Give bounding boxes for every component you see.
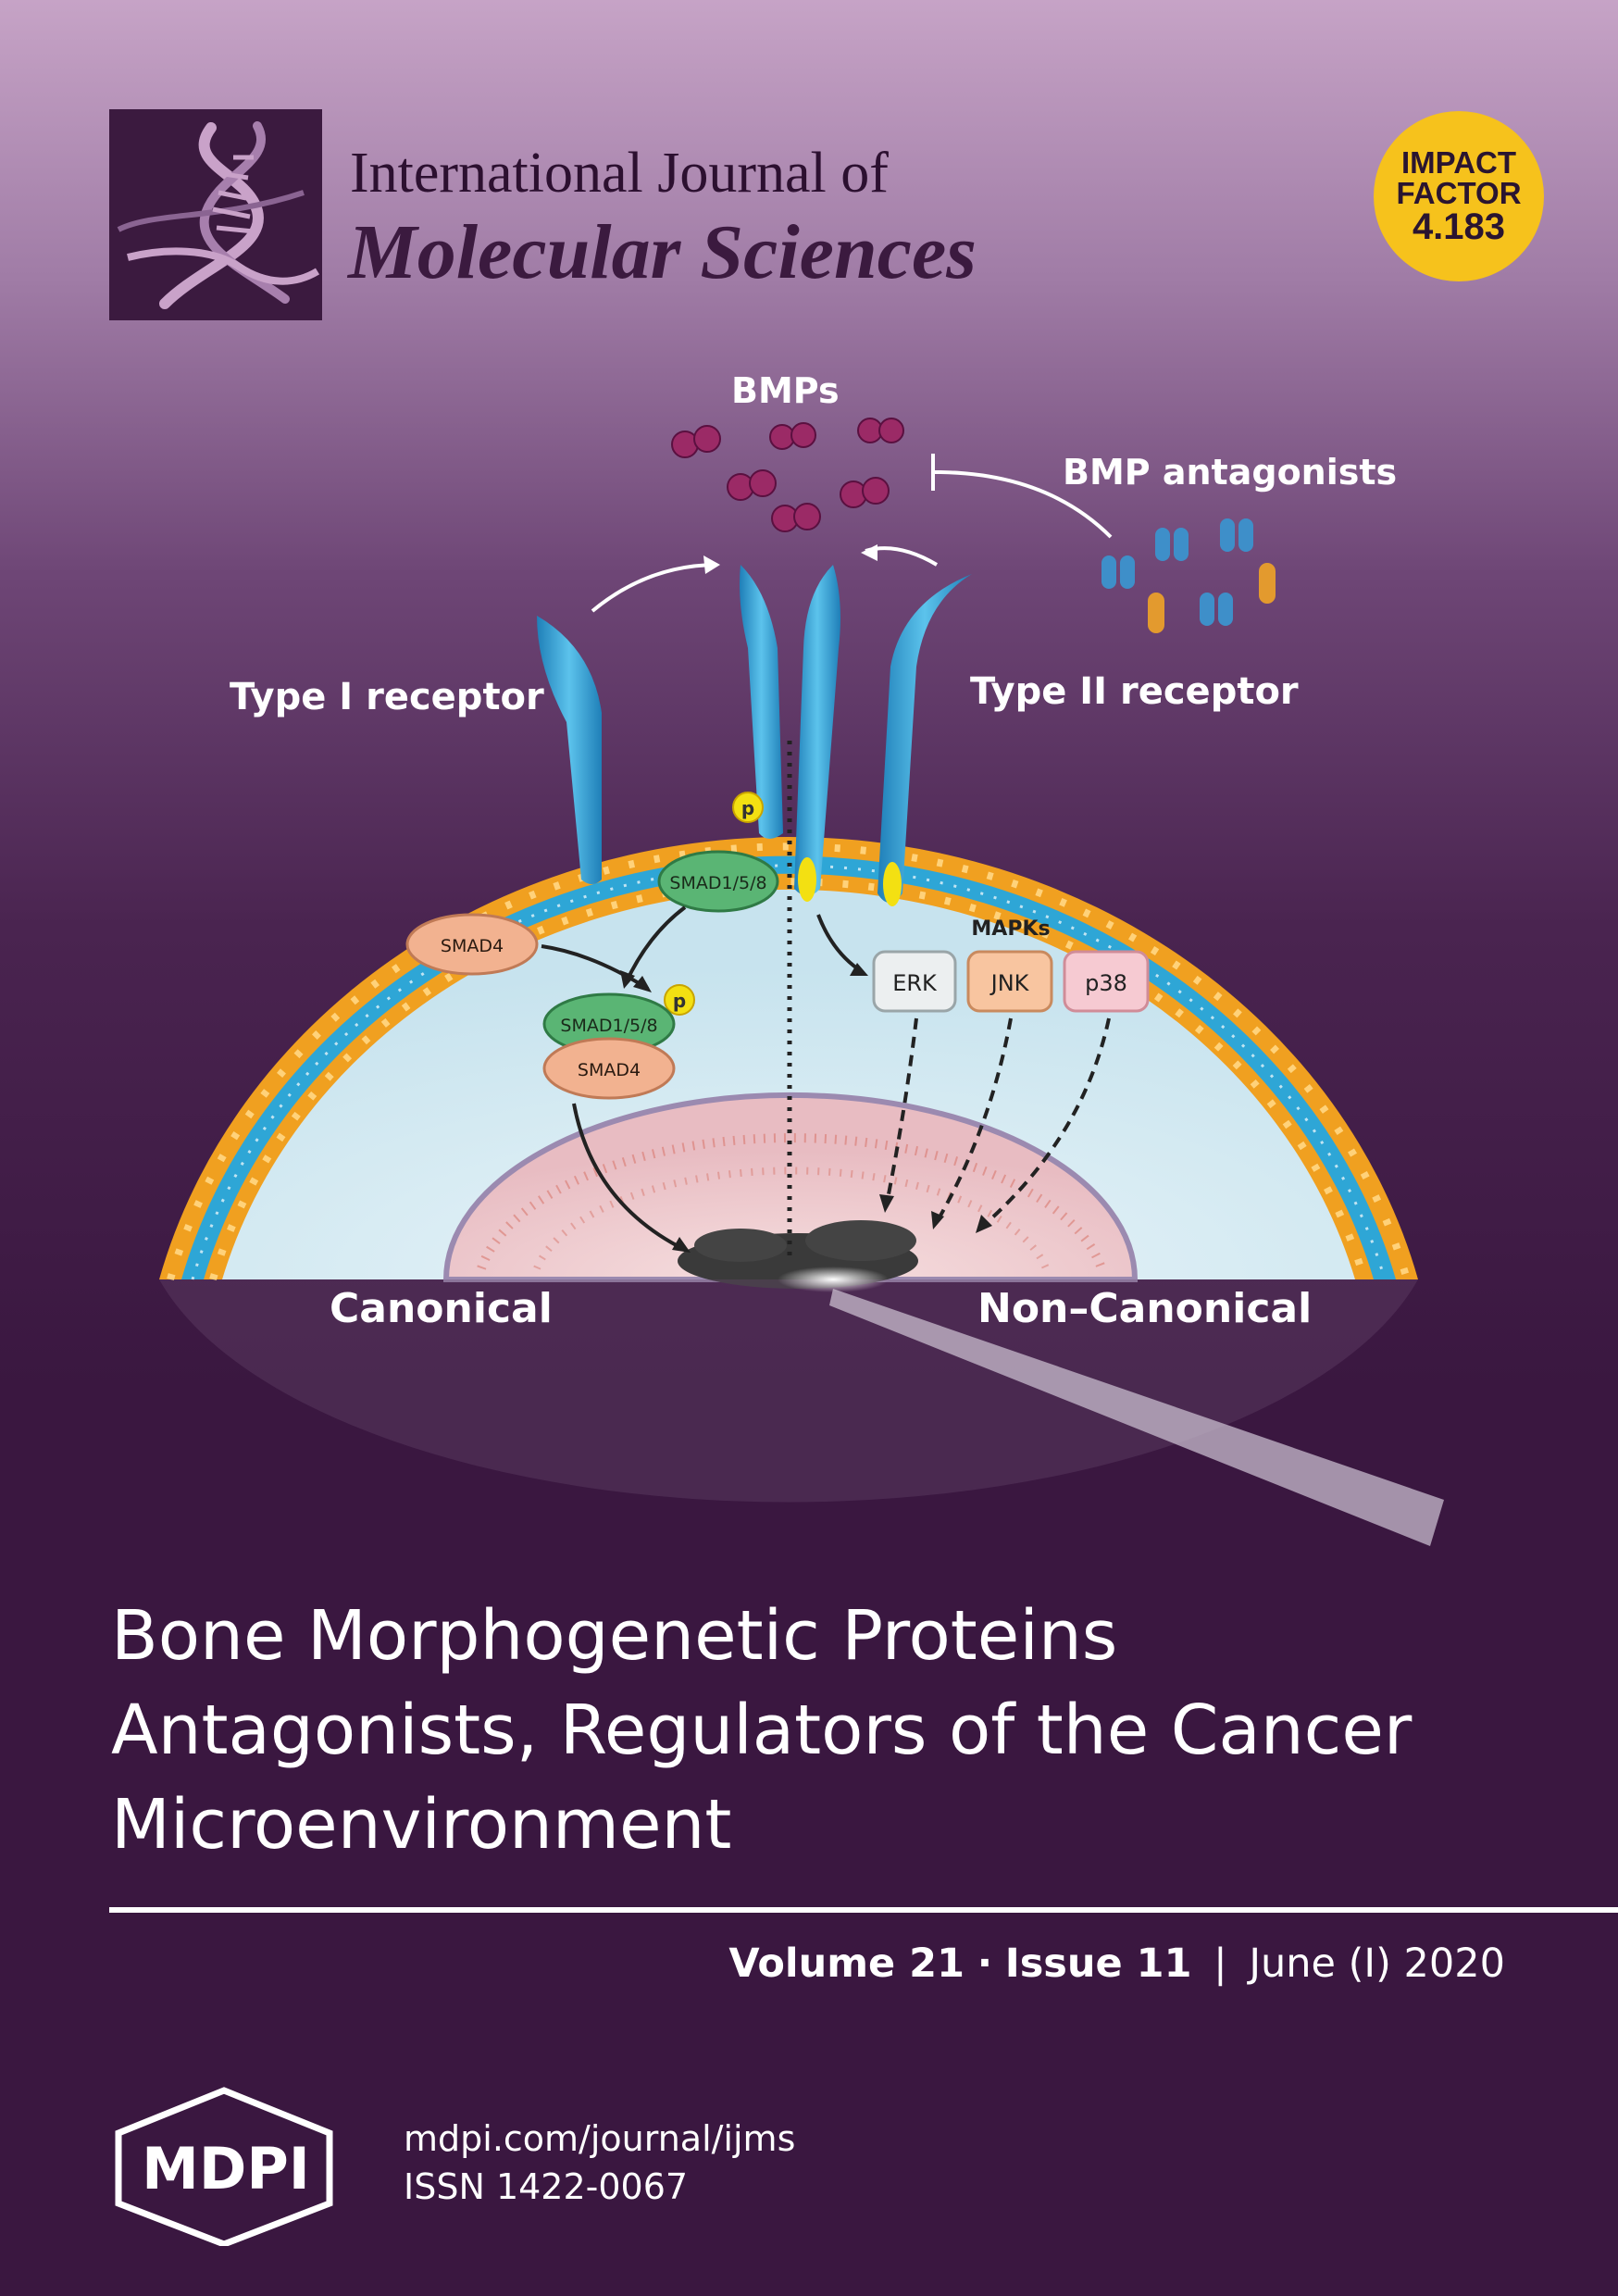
impact-factor-badge: IMPACT FACTOR 4.183	[1374, 111, 1544, 281]
issue-date: June (I) 2020	[1249, 1940, 1505, 1987]
type1-receptor-label: Type I receptor	[230, 676, 544, 718]
impact-label-line1: IMPACT	[1400, 145, 1517, 180]
phospho-label-1: p	[741, 797, 754, 819]
canonical-label: Canonical	[330, 1285, 553, 1332]
volume-number: Volume 21	[728, 1940, 965, 1987]
journal-url: mdpi.com/journal/ijms	[404, 2118, 796, 2159]
jnk-label: JNK	[989, 970, 1030, 996]
bmps-label: BMPs	[731, 370, 840, 411]
type2-receptor-label: Type II receptor	[970, 670, 1299, 713]
smad4-label-1: SMAD4	[441, 936, 504, 956]
article-title-line3: Microenvironment	[111, 1785, 732, 1865]
article-title-line1: Bone Morphogenetic Proteins	[111, 1596, 1118, 1676]
smad158-label-2: SMAD1/5/8	[560, 1016, 657, 1036]
impact-factor-value: 4.183	[1412, 206, 1506, 247]
smad4-label-2: SMAD4	[578, 1060, 641, 1080]
issn: ISSN 1422-0067	[404, 2166, 689, 2207]
erk-label: ERK	[892, 970, 938, 996]
non-canonical-label: Non–Canonical	[977, 1285, 1313, 1332]
article-title-line2: Antagonists, Regulators of the Cancer	[111, 1691, 1413, 1770]
mdpi-logo-text: MDPI	[142, 2135, 310, 2202]
issue-number: Issue 11	[1004, 1940, 1192, 1987]
p38-label: p38	[1085, 970, 1127, 996]
journal-name-line1: International Journal of	[350, 142, 889, 205]
mdpi-logo: MDPI	[115, 2087, 333, 2246]
journal-logo	[109, 109, 322, 320]
bmp-antagonists-label: BMP antagonists	[1063, 452, 1398, 493]
journal-name-line2: Molecular Sciences	[348, 209, 977, 295]
impact-label-line2: FACTOR	[1396, 176, 1522, 210]
divider	[109, 1907, 1618, 1913]
mapks-label: MAPKs	[971, 917, 1050, 941]
phospho-label-2: p	[673, 990, 686, 1012]
dna-helix-icon	[117, 121, 320, 309]
issue-separator-dot: ·	[977, 1940, 993, 1987]
issue-info: Volume 21 · Issue 11 | June (I) 2020	[728, 1940, 1505, 1987]
article-title: Bone Morphogenetic Proteins Antagonists,…	[111, 1589, 1537, 1872]
issue-separator-bar: |	[1214, 1940, 1227, 1987]
smad158-label-1: SMAD1/5/8	[669, 873, 766, 893]
